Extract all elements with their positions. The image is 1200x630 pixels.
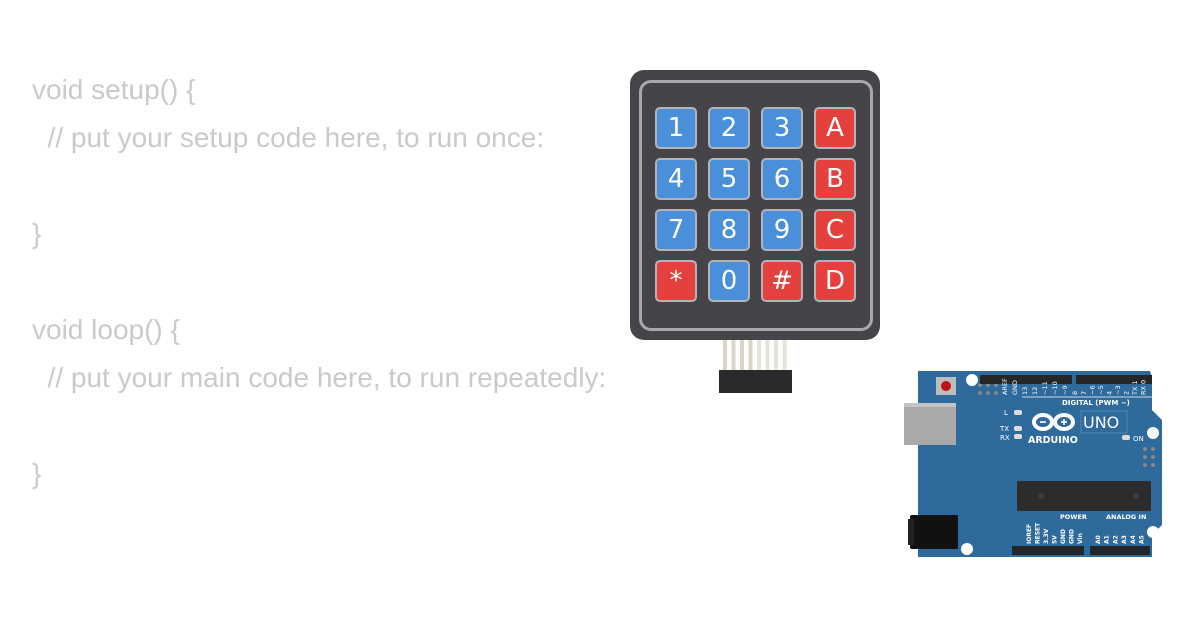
code-line [32,258,606,306]
pin-label: A1 [1104,535,1111,544]
power-label: POWER [1060,513,1087,521]
keypad-key[interactable]: 2 [708,107,750,149]
usb-connector[interactable] [904,403,956,445]
keypad-key[interactable]: A [814,107,856,149]
pin-label: 3.3V [1043,528,1050,544]
pin-label: 5V [1052,535,1059,544]
keypad-key[interactable]: 8 [708,209,750,251]
keypad-connector-header[interactable] [719,370,792,393]
keypad-key[interactable]: 3 [761,107,803,149]
keypad-frame [639,80,873,331]
ribbon-wire [757,340,761,372]
icsp-pin [994,391,998,395]
keypad-key[interactable]: 4 [655,158,697,200]
pin-label: ~10 [1051,381,1059,395]
keypad-key[interactable]: 5 [708,158,750,200]
icsp-pin [1143,463,1147,467]
pin-label: RESET [1035,522,1042,544]
pin-label: 13 [1021,387,1029,395]
code-line [32,162,606,210]
led-label-l: L [1004,409,1008,417]
pin-label: GND [1069,529,1076,544]
led-label-tx: TX [999,425,1009,433]
pin-label: 2 [1123,391,1131,395]
pin-label: A2 [1112,535,1119,544]
pin-label: GND [1011,380,1019,395]
icsp-pin [1143,455,1147,459]
icsp-pin [1151,455,1155,459]
analog-header[interactable] [1090,546,1150,555]
digital-header[interactable] [980,375,1072,384]
pin-label: 7 [1080,391,1088,395]
icsp-pin [978,391,982,395]
model-label: UNO [1083,413,1119,432]
pin-label: A0 [1095,535,1102,544]
pin-label: A3 [1121,535,1128,544]
atmega-chip [1017,481,1151,511]
power-header[interactable] [1012,546,1084,555]
pin-label: 4 [1106,391,1114,395]
power-jack[interactable] [910,515,958,549]
code-line: // put your setup code here, to run once… [32,122,545,153]
pin-label: ~3 [1114,385,1122,395]
ribbon-wire [774,340,778,372]
code-line: void loop() { [32,314,180,345]
ribbon-wire [740,340,744,372]
ribbon-wire [765,340,770,372]
pin-label: A5 [1139,535,1146,544]
pin-label: ~5 [1097,385,1105,395]
pin-label: 8 [1071,391,1079,395]
code-line: } [32,218,42,249]
keypad-key[interactable]: 0 [708,260,750,302]
logo-sign-icons [1040,419,1067,425]
pin-label: Vin [1077,533,1084,544]
on-led-label: ON [1133,435,1144,443]
icsp-pin [1143,447,1147,451]
code-editor-background: void setup() { // put your setup code he… [32,66,606,498]
code-line: // put your main code here, to run repea… [32,362,607,393]
pin-label: GND [1060,529,1067,544]
keypad-key[interactable]: # [761,260,803,302]
code-line: void setup() { [32,74,196,105]
keypad-key[interactable]: B [814,158,856,200]
icsp-pin [1151,447,1155,451]
code-line: } [32,458,42,489]
pin-label: ~9 [1061,385,1069,395]
pin-label: ~11 [1041,381,1049,395]
keypad-key[interactable]: C [814,209,856,251]
keypad-key[interactable]: D [814,260,856,302]
icsp-pin [1151,463,1155,467]
pin-label: RX 0 [1140,380,1148,395]
pin-label: A4 [1130,535,1137,544]
keypad-ribbon-cable [723,340,787,372]
keypad-key[interactable]: 9 [761,209,803,251]
ribbon-wire [748,340,753,372]
pin-label: ~6 [1089,385,1097,395]
analog-label: ANALOG IN [1106,513,1146,521]
keypad-key[interactable]: 1 [655,107,697,149]
digital-label: DIGITAL (PWM ~) [1062,399,1130,407]
ribbon-wire [723,340,727,372]
led-label-rx: RX [1000,434,1010,442]
pin-label: IOREF [1026,524,1033,544]
keypad-key[interactable]: * [655,260,697,302]
pin-label: AREF [1001,378,1009,395]
pin-label: 12 [1031,387,1039,395]
ribbon-wire [782,340,787,372]
pin-label: TX 1 [1131,380,1139,396]
keypad-key[interactable]: 6 [761,158,803,200]
arduino-logo-text: ARDUINO [1028,435,1078,446]
keypad-key[interactable]: 7 [655,209,697,251]
icsp-pin [986,391,990,395]
ribbon-wire [731,340,736,372]
digital-header-2[interactable] [1076,375,1152,384]
code-line [32,402,606,450]
arduino-logo-icon [1032,413,1075,431]
